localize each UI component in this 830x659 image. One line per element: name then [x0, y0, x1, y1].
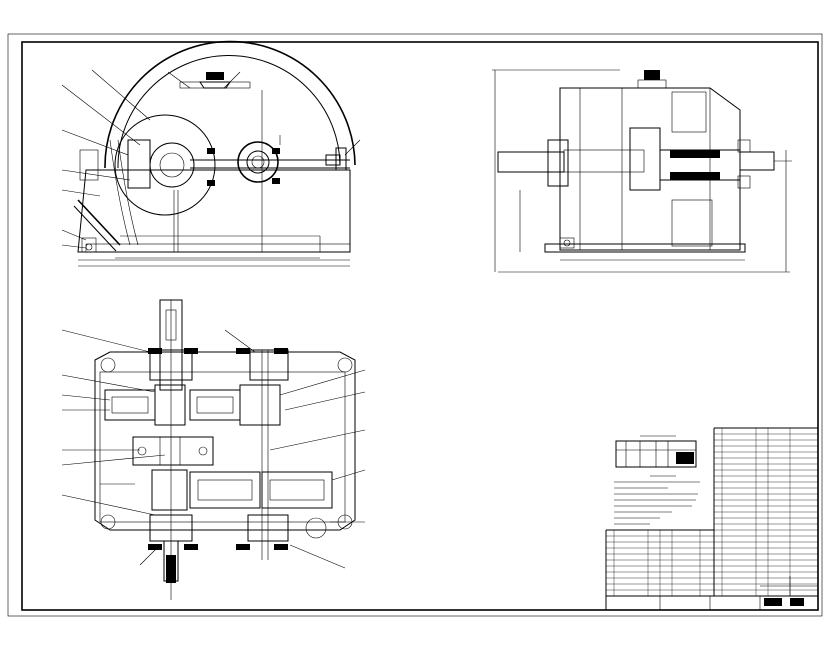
inner-border [21, 41, 819, 611]
front-view [61, 40, 361, 267]
outer-border [7, 33, 823, 617]
top-section-view [61, 299, 366, 600]
parts-list [605, 427, 819, 596]
title-block [605, 576, 819, 611]
breather-cap-icon [199, 72, 231, 89]
dipstick-icon [77, 199, 121, 246]
spec-table [615, 435, 697, 468]
tech-notes [614, 475, 700, 525]
side-view [492, 69, 792, 273]
